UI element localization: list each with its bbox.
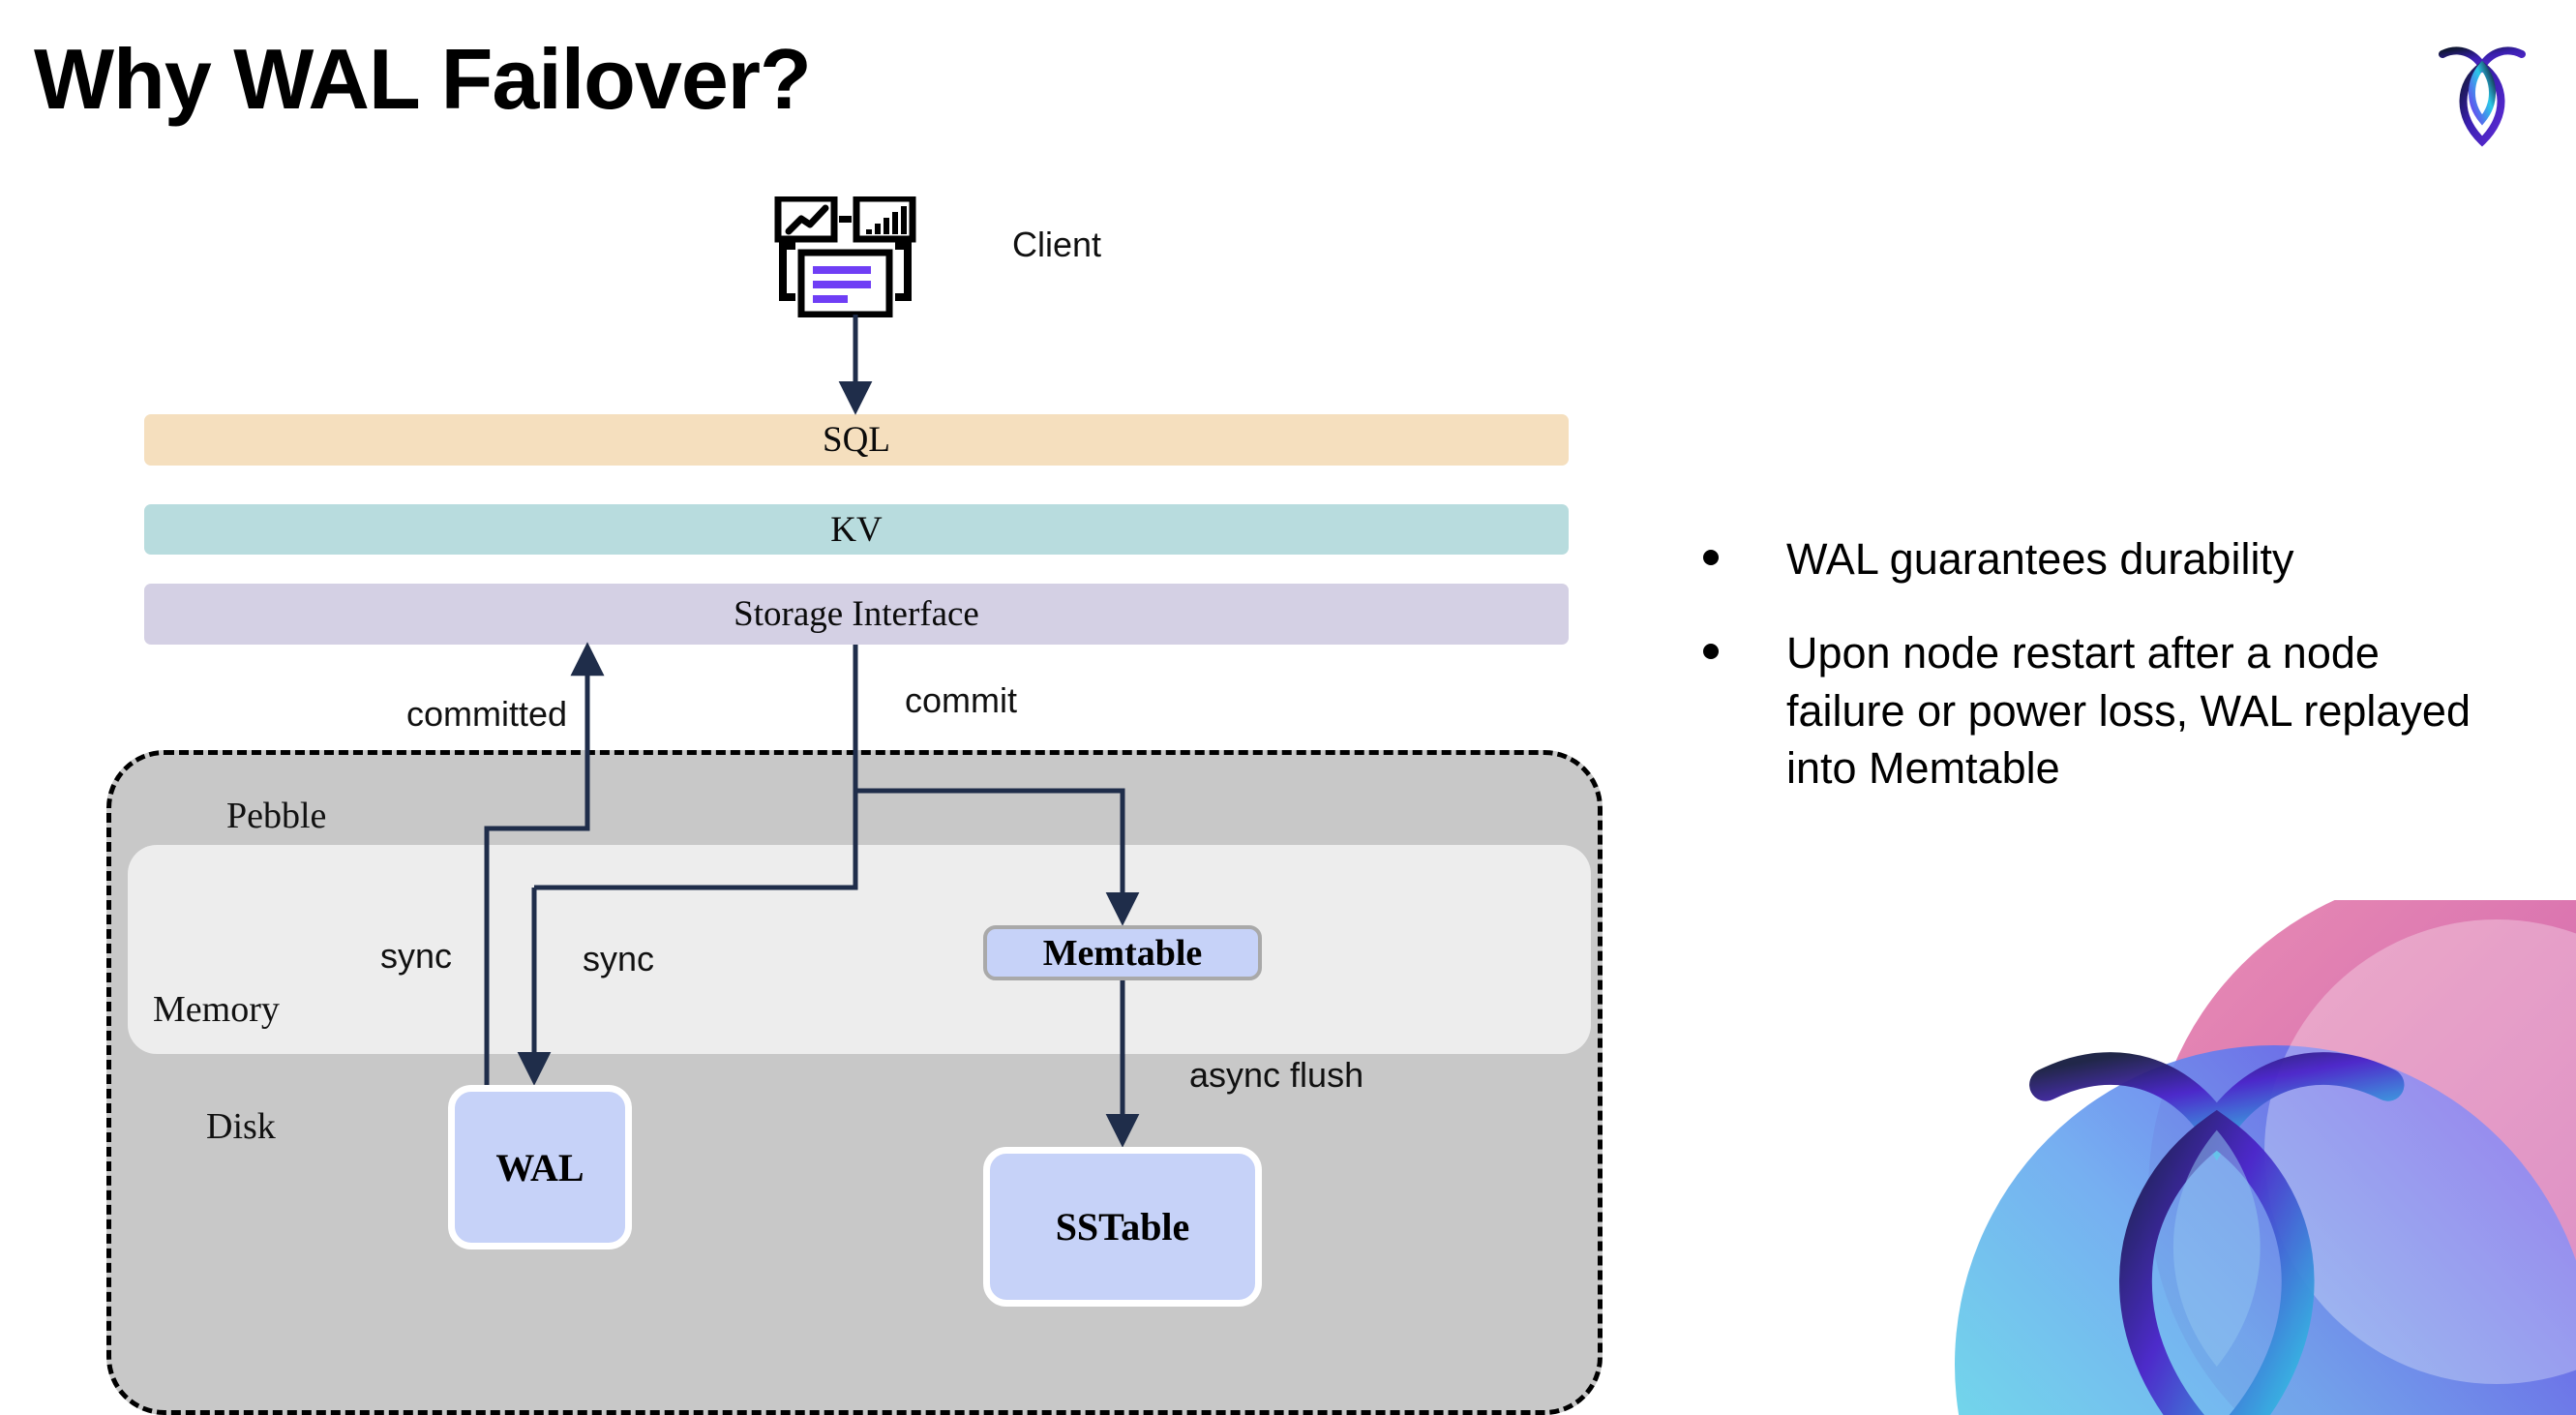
architecture-diagram: Client SQL KV Storage Interface Pebble M… [106, 196, 1603, 1415]
memory-label: Memory [153, 989, 280, 1030]
layer-bar-storage: Storage Interface [144, 584, 1569, 645]
list-item: WAL guarantees durability [1703, 530, 2506, 587]
bullet-dot-icon [1703, 644, 1719, 660]
memory-band [128, 845, 1591, 1054]
node-memtable[interactable]: Memtable [983, 925, 1262, 980]
edge-label-sync-a: sync [380, 936, 453, 976]
page-title: Why WAL Failover? [34, 31, 812, 127]
cockroachdb-logo-icon [2439, 46, 2526, 147]
cockroachdb-watermark-icon [1955, 900, 2576, 1415]
client-label: Client [1012, 225, 1102, 264]
edge-label-async-flush: async flush [1189, 1055, 1364, 1095]
bullet-list: WAL guarantees durability Upon node rest… [1703, 530, 2506, 834]
node-wal[interactable]: WAL [448, 1085, 632, 1249]
list-item: Upon node restart after a node failure o… [1703, 624, 2506, 797]
edge-label-committed: committed [406, 694, 568, 734]
bullet-text: Upon node restart after a node failure o… [1786, 628, 2471, 794]
pebble-label: Pebble [226, 796, 327, 836]
node-sstable[interactable]: SSTable [983, 1147, 1262, 1307]
layer-bar-sql: SQL [144, 414, 1569, 466]
layer-bar-kv: KV [144, 504, 1569, 555]
bullet-dot-icon [1703, 550, 1719, 565]
client-dashboard-icon [774, 196, 916, 317]
bullet-text: WAL guarantees durability [1786, 534, 2294, 584]
pebble-container [106, 750, 1603, 1415]
edge-label-commit: commit [905, 680, 1017, 720]
disk-label: Disk [206, 1106, 276, 1147]
edge-label-sync-b: sync [583, 939, 655, 978]
